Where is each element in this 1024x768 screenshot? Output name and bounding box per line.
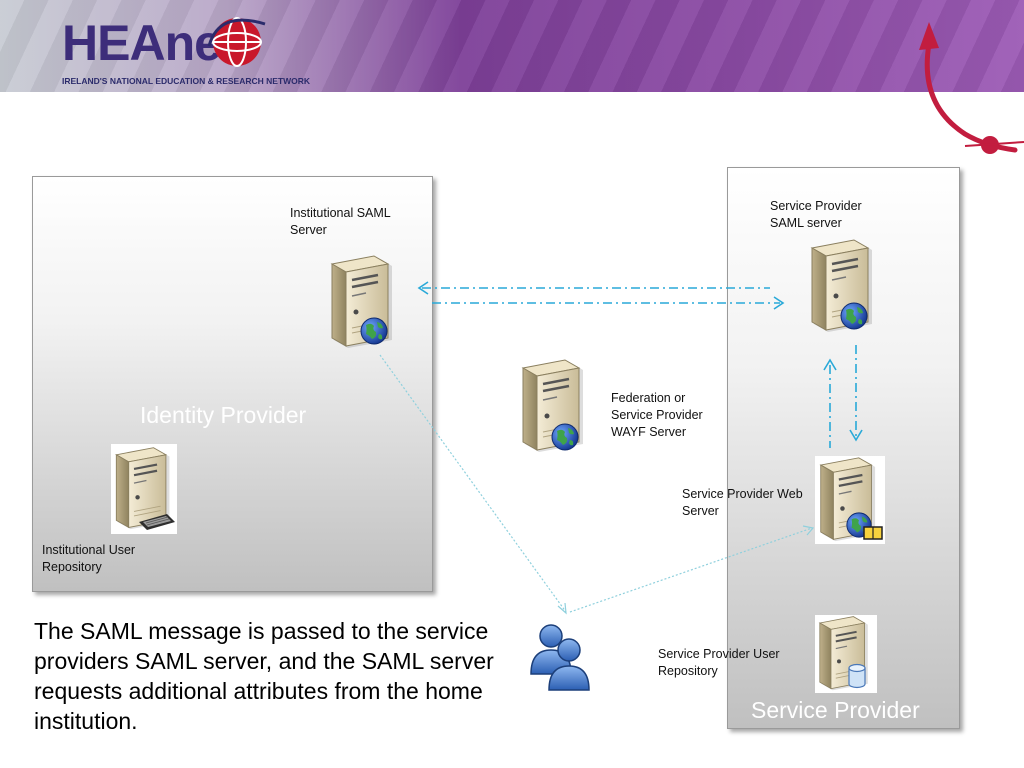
label-line: Service Provider bbox=[770, 199, 862, 213]
identity-provider-region bbox=[32, 176, 433, 592]
header-banner-texture bbox=[0, 0, 1024, 92]
slide-caption: The SAML message is passed to the servic… bbox=[34, 618, 494, 734]
institutional-user-repository-label: Institutional User Repository bbox=[42, 542, 135, 576]
institutional-saml-server-node bbox=[326, 254, 396, 349]
header-banner bbox=[0, 0, 1024, 92]
wayf-server-label: Federation or Service Provider WAYF Serv… bbox=[611, 390, 703, 441]
sp-web-server-label: Service Provider Web Server bbox=[682, 486, 803, 520]
label-line: SAML server bbox=[770, 216, 842, 230]
service-provider-label: Service Provider bbox=[751, 697, 920, 723]
sp-user-repository-label: Service Provider User Repository bbox=[658, 646, 780, 680]
sp-saml-server-label: Service Provider SAML server bbox=[770, 198, 862, 232]
sp-user-repository-node bbox=[815, 615, 877, 693]
sp-web-server-node bbox=[815, 456, 885, 544]
globe-icon bbox=[550, 422, 580, 452]
label-line: Service Provider User bbox=[658, 647, 780, 661]
label-line: WAYF Server bbox=[611, 425, 687, 439]
logo-tagline: IRELAND'S NATIONAL EDUCATION & RESEARCH … bbox=[62, 76, 311, 86]
document-icon bbox=[863, 526, 883, 540]
globe-icon bbox=[839, 301, 869, 331]
label-line: Institutional SAML bbox=[290, 206, 391, 220]
wayf-server-node bbox=[517, 358, 587, 453]
label-line: Service Provider bbox=[611, 408, 703, 422]
institutional-user-repository-node bbox=[111, 444, 177, 534]
globe-icon bbox=[359, 316, 389, 346]
label-line: Institutional User bbox=[42, 543, 136, 557]
label-line: Server bbox=[290, 223, 327, 237]
user-flow-arrows bbox=[379, 354, 813, 613]
users-icon bbox=[530, 624, 590, 691]
database-icon bbox=[848, 663, 866, 689]
label-line: Federation or bbox=[611, 391, 686, 405]
heanet-globe-logo-icon bbox=[207, 17, 266, 67]
heanet-logo: HEAnet bbox=[62, 15, 238, 71]
sp-saml-server-node bbox=[806, 238, 876, 333]
label-line: Service Provider Web bbox=[682, 487, 803, 501]
label-line: Repository bbox=[658, 664, 718, 678]
label-line: Repository bbox=[42, 560, 102, 574]
swoosh-arrow-icon bbox=[919, 22, 1024, 154]
keyboard-icon bbox=[139, 514, 175, 530]
label-line: Server bbox=[682, 504, 719, 518]
identity-provider-label: Identity Provider bbox=[140, 402, 307, 428]
institutional-saml-server-label: Institutional SAML Server bbox=[290, 205, 391, 239]
saml-flow-arrows bbox=[422, 287, 857, 448]
